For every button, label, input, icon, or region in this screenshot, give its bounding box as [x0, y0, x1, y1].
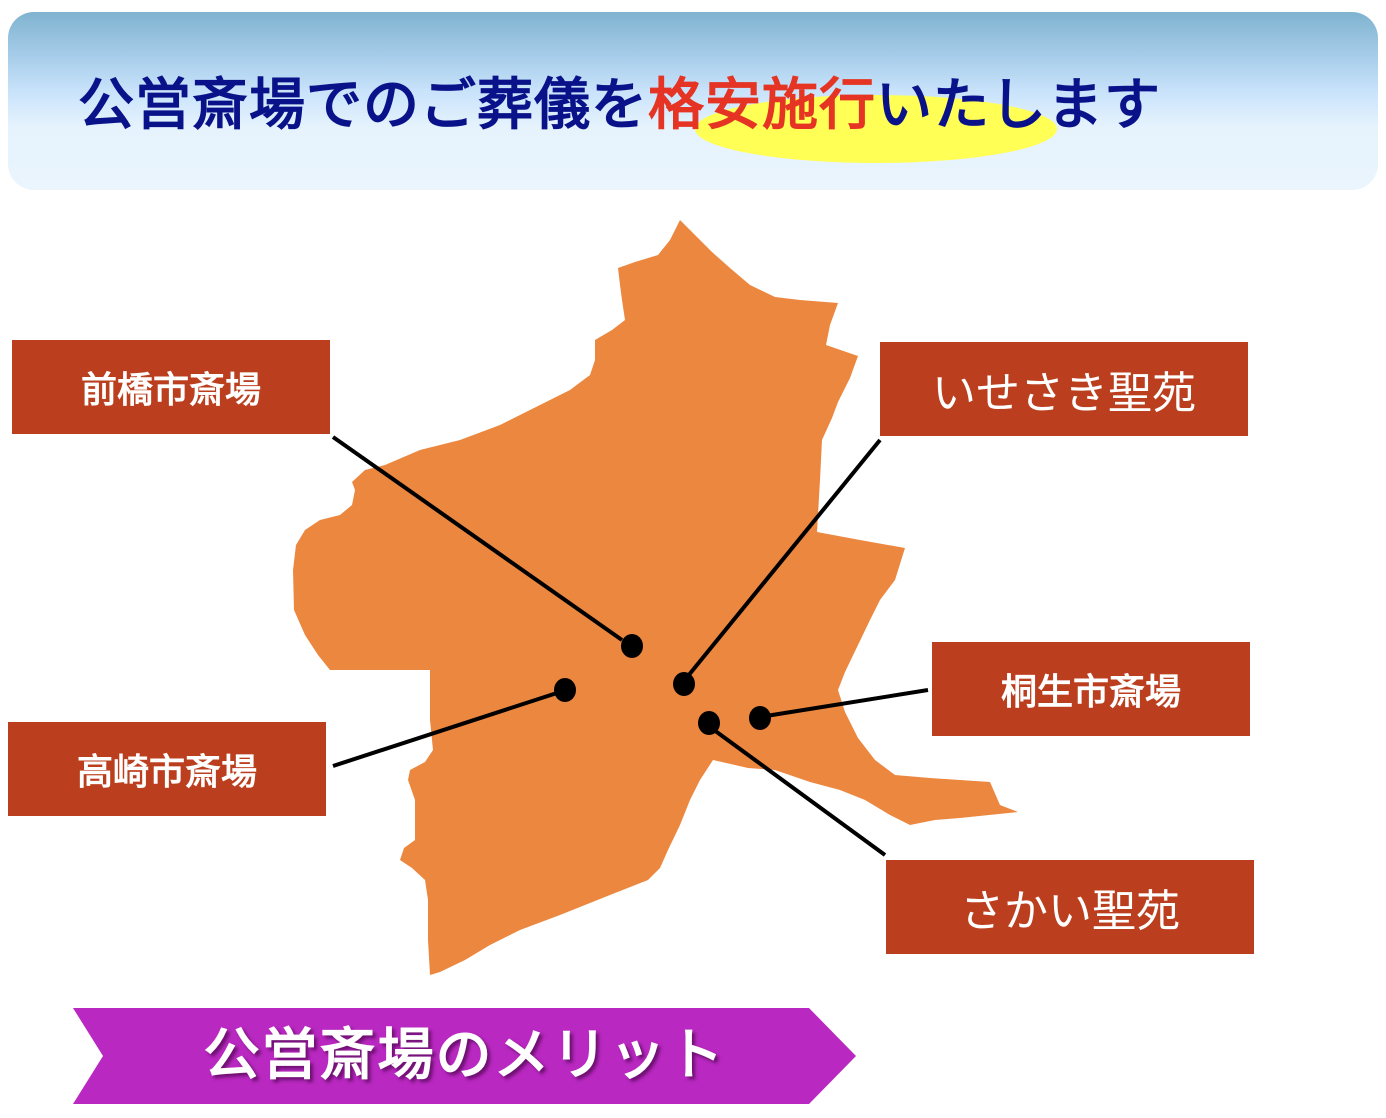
title-accent: 格安施行 [648, 73, 876, 138]
merit-banner[interactable]: 公営斎場のメリット [73, 1008, 856, 1104]
leader-lines [331, 435, 929, 857]
region-shape [293, 220, 1018, 975]
label-isesaki-seien[interactable]: いせさき聖苑 [880, 342, 1248, 436]
label-text: さかい聖苑 [960, 886, 1180, 937]
title-prefix: 公営斎場でのご葬儀を [78, 73, 648, 138]
title-highlight [695, 95, 1057, 163]
marker-sakai[interactable] [698, 711, 720, 735]
leader-line-sakai [712, 728, 887, 857]
marker-takasaki[interactable] [554, 678, 576, 702]
label-text: 高崎市斎場 [76, 752, 257, 793]
merit-banner-label: 公営斎場のメリット [203, 1023, 726, 1088]
marker-kiryu[interactable] [749, 706, 771, 730]
marker-maebashi[interactable] [621, 634, 643, 658]
label-text: 桐生市斎場 [1000, 672, 1181, 713]
marker-isesaki[interactable] [673, 672, 695, 696]
title-suffix: いたします [876, 73, 1161, 138]
label-kiryu-saijo[interactable]: 桐生市斎場 [932, 642, 1250, 736]
label-takasaki-saijo[interactable]: 高崎市斎場 [8, 722, 326, 816]
label-maebashi-saijo[interactable]: 前橋市斎場 [12, 340, 330, 434]
header-banner [8, 12, 1378, 190]
chevron-arrow-shape [73, 1008, 856, 1104]
leader-line-takasaki [332, 690, 561, 768]
label-sakai-seien[interactable]: さかい聖苑 [886, 860, 1254, 954]
leader-line-kiryu [765, 688, 929, 718]
page-title: 公営斎場でのご葬儀を格安施行いたします [78, 66, 1161, 146]
leader-line-maebashi [331, 435, 624, 642]
label-text: いせさき聖苑 [932, 368, 1196, 419]
leader-line-isesaki [686, 438, 882, 678]
label-text: 前橋市斎場 [80, 370, 261, 411]
